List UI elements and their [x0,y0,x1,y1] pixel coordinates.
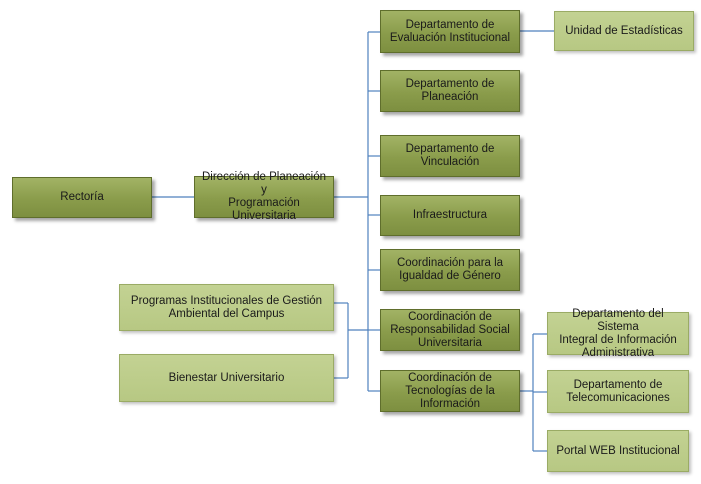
node-evaluacion: Departamento de Evaluación Institucional [380,10,520,53]
node-programas: Programas Institucionales de Gestión Amb… [119,284,334,331]
node-sistema: Departamento del Sistema Integral de Inf… [547,308,689,359]
node-tecnologias: Coordinación de Tecnologías de la Inform… [380,370,520,412]
node-responsabilidad: Coordinación de Responsabilidad Social U… [380,309,520,351]
node-infraestructura: Infraestructura [380,195,520,236]
node-igualdad: Coordinación para la Igualdad de Género [380,249,520,291]
node-estadisticas: Unidad de Estadísticas [554,11,694,51]
node-rectoria: Rectoría [12,177,152,218]
node-direccion: Dirección de Planeación y Programación U… [194,171,334,222]
node-bienestar: Bienestar Universitario [119,354,334,402]
node-planeacion: Departamento de Planeación [380,70,520,112]
node-portal: Portal WEB Institucional [547,430,689,472]
node-vinculacion: Departamento de Vinculación [380,135,520,177]
node-telecom: Departamento de Telecomunicaciones [547,370,689,413]
